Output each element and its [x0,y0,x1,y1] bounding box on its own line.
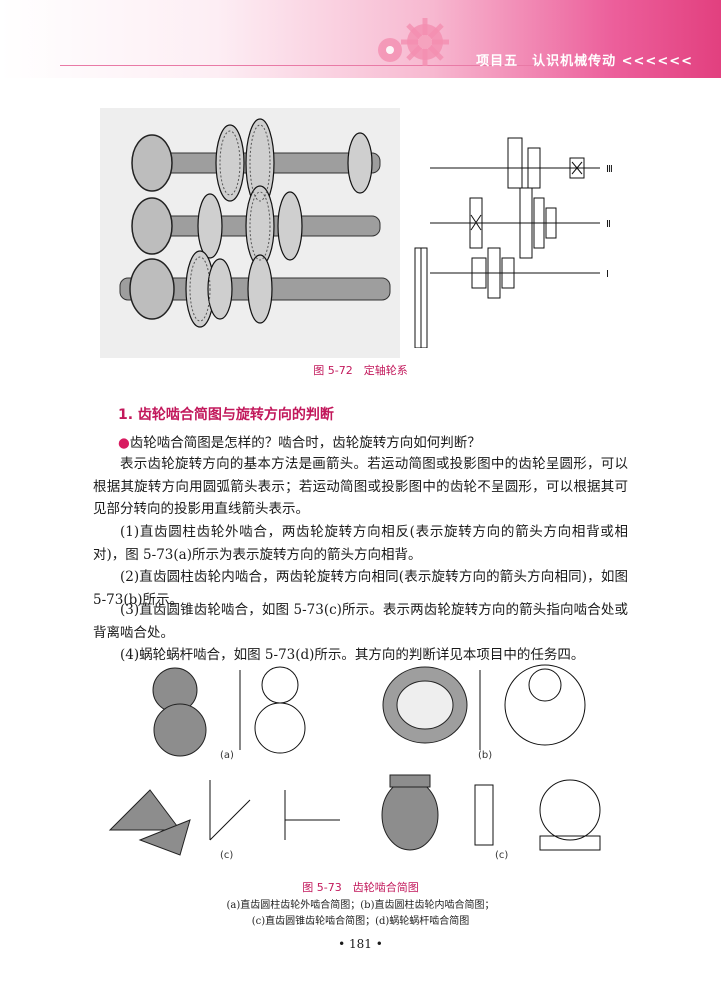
figure-caption-5-73: 图 5-73 齿轮啮合简图 [302,881,419,894]
panel-label-c: (c) [220,850,234,861]
gear-train-schematic: Ⅲ Ⅱ Ⅰ [414,137,613,348]
paragraph-4: (3)直齿圆锥齿轮啮合，如图 5-73(c)所示。表示两齿轮旋转方向的箭头指向啮… [93,602,628,641]
svg-text:Ⅲ: Ⅲ [606,164,613,175]
question-line: ●齿轮啮合简图是怎样的？啮合时，齿轮旋转方向如何判断？ [118,431,481,451]
panel-a-external-spur [152,666,306,757]
figure-5-73: (a) (b) (c) (c) [100,660,620,870]
gear-decoration-icon [378,18,449,66]
figure-subcaption-2: (c)直齿圆锥齿轮啮合简图；(d)蜗轮蜗杆啮合简图 [251,916,470,927]
panel-d-worm [381,774,601,851]
page-number: • 181 • [338,937,383,951]
header-rule [60,65,540,66]
paragraph-1: 表示齿轮旋转方向的基本方法是画箭头。若运动简图或投影图中的齿轮呈圆形，可以根据其… [93,456,628,517]
panel-label-d: (c) [495,850,509,861]
paragraph-5: (4)蜗轮蜗杆啮合，如图 5-73(d)所示。其方向的判断详见本项目中的任务四。 [120,647,585,663]
header-title: 项目五 认识机械传动 <<<<<< [476,54,693,69]
panel-label-a: (a) [220,750,234,761]
panel-label-b: (b) [478,750,493,761]
gear-train-photo [100,108,400,358]
panel-c-bevel [108,780,340,856]
figure-5-72: Ⅲ Ⅱ Ⅰ [100,108,620,358]
figure-caption-5-72: 图 5-72 定轴轮系 [313,364,408,377]
paragraph-3: (2)直齿圆柱齿轮内啮合，两齿轮旋转方向相同(表示旋转方向的箭头方向相同)，如图… [93,569,628,608]
svg-text:Ⅰ: Ⅰ [606,269,609,280]
section-title: 1. 齿轮啮合简图与旋转方向的判断 [118,407,334,423]
svg-text:Ⅱ: Ⅱ [606,219,611,230]
bullet-icon: ● [118,435,130,451]
paragraph-2: (1)直齿圆柱齿轮外啮合，两齿轮旋转方向相反(表示旋转方向的箭头方向相背或相对)… [93,524,628,563]
figure-subcaption-1: (a)直齿圆柱齿轮外啮合简图；(b)直齿圆柱齿轮内啮合简图； [226,900,495,911]
question-text: 齿轮啮合简图是怎样的？啮合时，齿轮旋转方向如何判断？ [129,435,481,451]
panel-b-internal-spur [382,664,586,750]
